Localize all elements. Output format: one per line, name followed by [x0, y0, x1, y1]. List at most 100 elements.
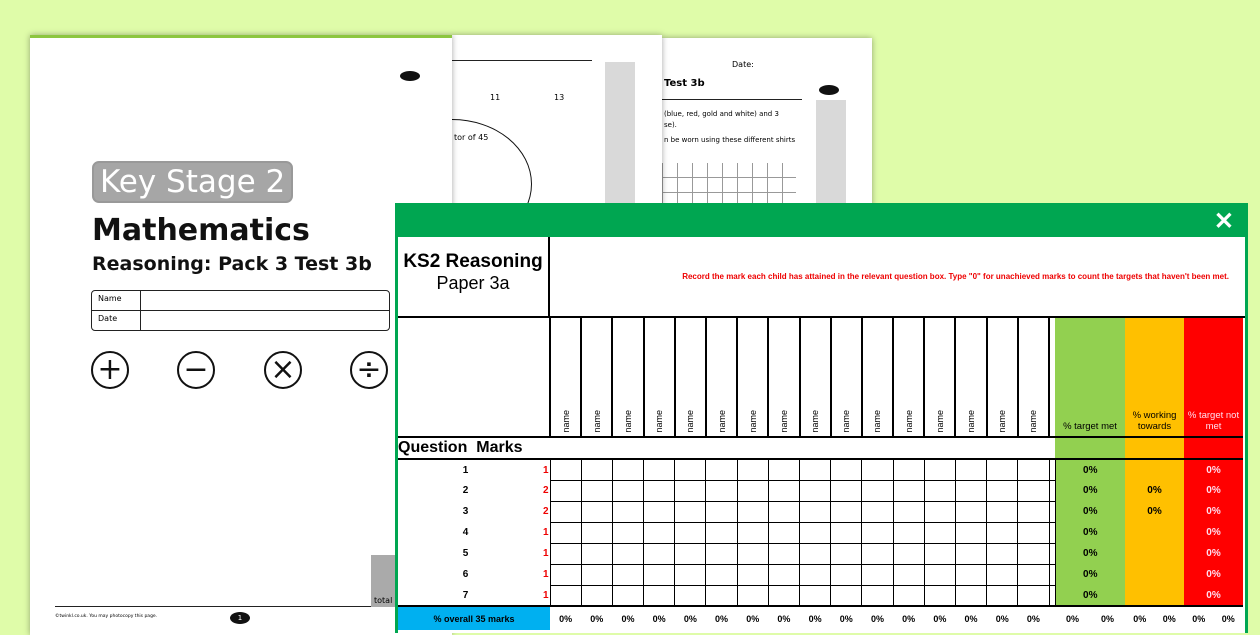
mark-input-cell[interactable] [954, 458, 988, 481]
mark-input-cell[interactable] [705, 563, 738, 586]
mark-input-cell[interactable] [986, 500, 1019, 523]
mark-input-cell[interactable] [549, 584, 582, 607]
mark-input-cell[interactable] [705, 584, 738, 607]
mark-input-cell[interactable] [1017, 584, 1050, 607]
mark-input-cell[interactable] [767, 521, 801, 544]
mark-input-cell[interactable] [1017, 521, 1050, 544]
mark-input-cell[interactable] [923, 563, 956, 586]
mark-input-cell[interactable] [923, 521, 956, 544]
mark-input-cell[interactable] [643, 458, 676, 481]
mark-input-cell[interactable] [954, 584, 988, 607]
mark-input-cell[interactable] [611, 542, 645, 565]
mark-input-cell[interactable] [674, 458, 707, 481]
mark-input-cell[interactable] [861, 500, 894, 523]
mark-input-cell[interactable] [798, 479, 832, 502]
mark-input-cell[interactable] [1017, 542, 1050, 565]
mark-input-cell[interactable] [549, 458, 582, 481]
mark-input-cell[interactable] [580, 500, 613, 523]
student-name-header[interactable]: name [923, 318, 956, 437]
mark-input-cell[interactable] [736, 584, 769, 607]
student-name-header[interactable]: name [985, 318, 1018, 437]
student-name-header[interactable]: name [704, 318, 738, 437]
mark-input-cell[interactable] [798, 584, 832, 607]
mark-input-cell[interactable] [954, 500, 988, 523]
student-name-header[interactable]: name [892, 318, 925, 437]
mark-input-cell[interactable] [830, 458, 863, 481]
mark-input-cell[interactable] [923, 584, 956, 607]
mark-input-cell[interactable] [1017, 479, 1050, 502]
mark-input-cell[interactable] [1017, 458, 1050, 481]
mark-input-cell[interactable] [736, 563, 769, 586]
mark-input-cell[interactable] [830, 563, 863, 586]
mark-input-cell[interactable] [643, 500, 676, 523]
mark-input-cell[interactable] [892, 479, 925, 502]
mark-input-cell[interactable] [798, 542, 832, 565]
mark-input-cell[interactable] [798, 458, 832, 481]
mark-input-cell[interactable] [611, 479, 645, 502]
mark-input-cell[interactable] [705, 458, 738, 481]
mark-input-cell[interactable] [580, 479, 613, 502]
student-name-header[interactable]: name [673, 318, 706, 437]
mark-input-cell[interactable] [767, 563, 801, 586]
mark-input-cell[interactable] [986, 458, 1019, 481]
mark-input-cell[interactable] [611, 563, 645, 586]
mark-input-cell[interactable] [674, 542, 707, 565]
student-name-header[interactable]: name [829, 318, 862, 437]
mark-input-cell[interactable] [674, 479, 707, 502]
mark-input-cell[interactable] [580, 542, 613, 565]
student-name-header[interactable]: name [798, 318, 831, 437]
mark-input-cell[interactable] [830, 542, 863, 565]
mark-input-cell[interactable] [954, 521, 988, 544]
mark-input-cell[interactable] [892, 458, 925, 481]
mark-input-cell[interactable] [549, 500, 582, 523]
mark-input-cell[interactable] [767, 458, 801, 481]
mark-input-cell[interactable] [580, 563, 613, 586]
mark-input-cell[interactable] [954, 542, 988, 565]
mark-input-cell[interactable] [986, 563, 1019, 586]
mark-input-cell[interactable] [861, 542, 894, 565]
mark-input-cell[interactable] [580, 458, 613, 481]
mark-input-cell[interactable] [986, 521, 1019, 544]
mark-input-cell[interactable] [767, 542, 801, 565]
mark-input-cell[interactable] [736, 479, 769, 502]
mark-input-cell[interactable] [923, 479, 956, 502]
mark-input-cell[interactable] [674, 500, 707, 523]
student-name-header[interactable]: name [767, 318, 800, 437]
close-icon[interactable]: ✕ [1213, 208, 1234, 235]
mark-input-cell[interactable] [643, 584, 676, 607]
mark-input-cell[interactable] [986, 479, 1019, 502]
mark-input-cell[interactable] [892, 542, 925, 565]
mark-input-cell[interactable] [580, 584, 613, 607]
mark-input-cell[interactable] [830, 521, 863, 544]
mark-input-cell[interactable] [705, 521, 738, 544]
student-name-header[interactable]: name [1016, 318, 1049, 437]
mark-input-cell[interactable] [923, 458, 956, 481]
mark-input-cell[interactable] [767, 500, 801, 523]
mark-input-cell[interactable] [892, 563, 925, 586]
mark-input-cell[interactable] [549, 479, 582, 502]
mark-input-cell[interactable] [611, 458, 645, 481]
mark-input-cell[interactable] [861, 479, 894, 502]
mark-input-cell[interactable] [580, 521, 613, 544]
student-name-header[interactable]: name [611, 318, 644, 437]
mark-input-cell[interactable] [643, 563, 676, 586]
mark-input-cell[interactable] [736, 542, 769, 565]
date-field[interactable]: Date [92, 311, 389, 331]
student-name-header[interactable]: name [860, 318, 894, 437]
mark-input-cell[interactable] [767, 479, 801, 502]
mark-input-cell[interactable] [861, 458, 894, 481]
mark-input-cell[interactable] [892, 584, 925, 607]
student-name-header[interactable]: name [736, 318, 769, 437]
mark-input-cell[interactable] [611, 584, 645, 607]
mark-input-cell[interactable] [798, 500, 832, 523]
mark-input-cell[interactable] [767, 584, 801, 607]
student-name-header[interactable]: name [548, 318, 582, 437]
mark-input-cell[interactable] [830, 479, 863, 502]
mark-input-cell[interactable] [705, 542, 738, 565]
mark-input-cell[interactable] [674, 521, 707, 544]
mark-input-cell[interactable] [736, 521, 769, 544]
mark-input-cell[interactable] [643, 479, 676, 502]
mark-input-cell[interactable] [986, 542, 1019, 565]
mark-input-cell[interactable] [986, 584, 1019, 607]
mark-input-cell[interactable] [549, 542, 582, 565]
